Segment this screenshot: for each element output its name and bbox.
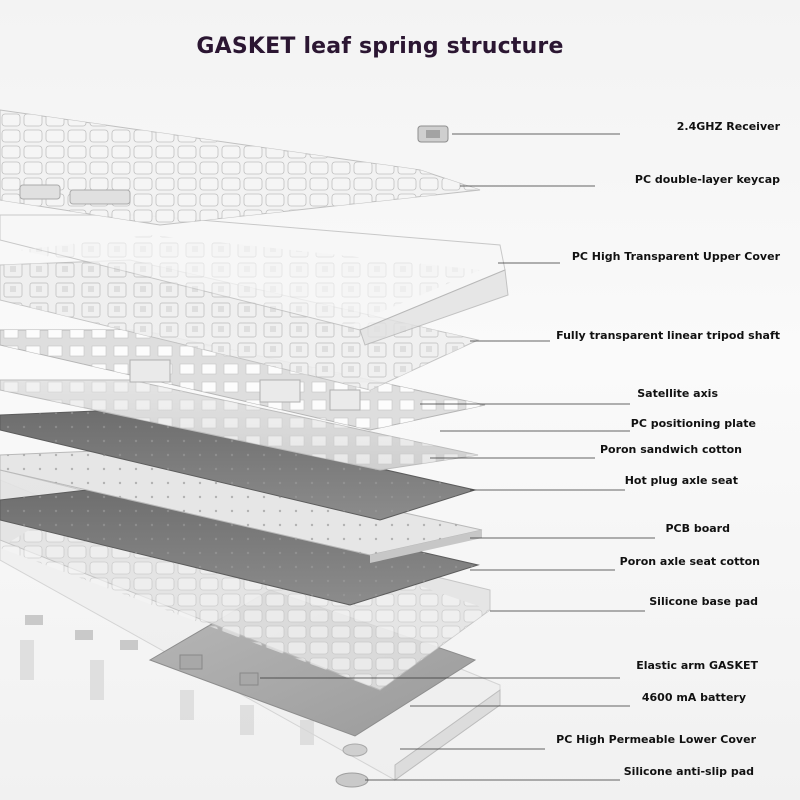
satellite-axis-layer [129,359,361,411]
label-lower-cover: PC High Permeable Lower Cover [556,733,756,746]
label-poron-axle: Poron axle seat cotton [619,555,760,568]
label-silicone-base: Silicone base pad [649,595,758,608]
receiver-shape [417,125,449,143]
label-shaft: Fully transparent linear tripod shaft [556,329,780,342]
anti-slip-pad-shape [335,772,369,788]
label-gasket-arm: Elastic arm GASKET [636,659,758,672]
page-title: GASKET leaf spring structure [196,34,564,59]
label-positioning-plate: PC positioning plate [630,417,756,430]
upper-cover-layer [0,214,509,346]
label-battery: 4600 mA battery [641,691,746,704]
label-anti-slip: Silicone anti-slip pad [623,765,754,778]
label-receiver: 2.4GHZ Receiver [676,120,780,133]
label-pcb: PCB board [665,522,730,535]
label-keycap: PC double-layer keycap [634,173,780,186]
label-poron-sandwich: Poron sandwich cotton [599,443,742,456]
keycap-layer [0,109,481,226]
label-axle-seat: Hot plug axle seat [624,474,738,487]
label-satellite-axis: Satellite axis [637,387,718,400]
label-upper-cover: PC High Transparent Upper Cover [571,250,780,263]
leader-lines [260,133,655,781]
poron-sandwich-layer [0,379,479,471]
pcb-layer [0,449,483,563]
